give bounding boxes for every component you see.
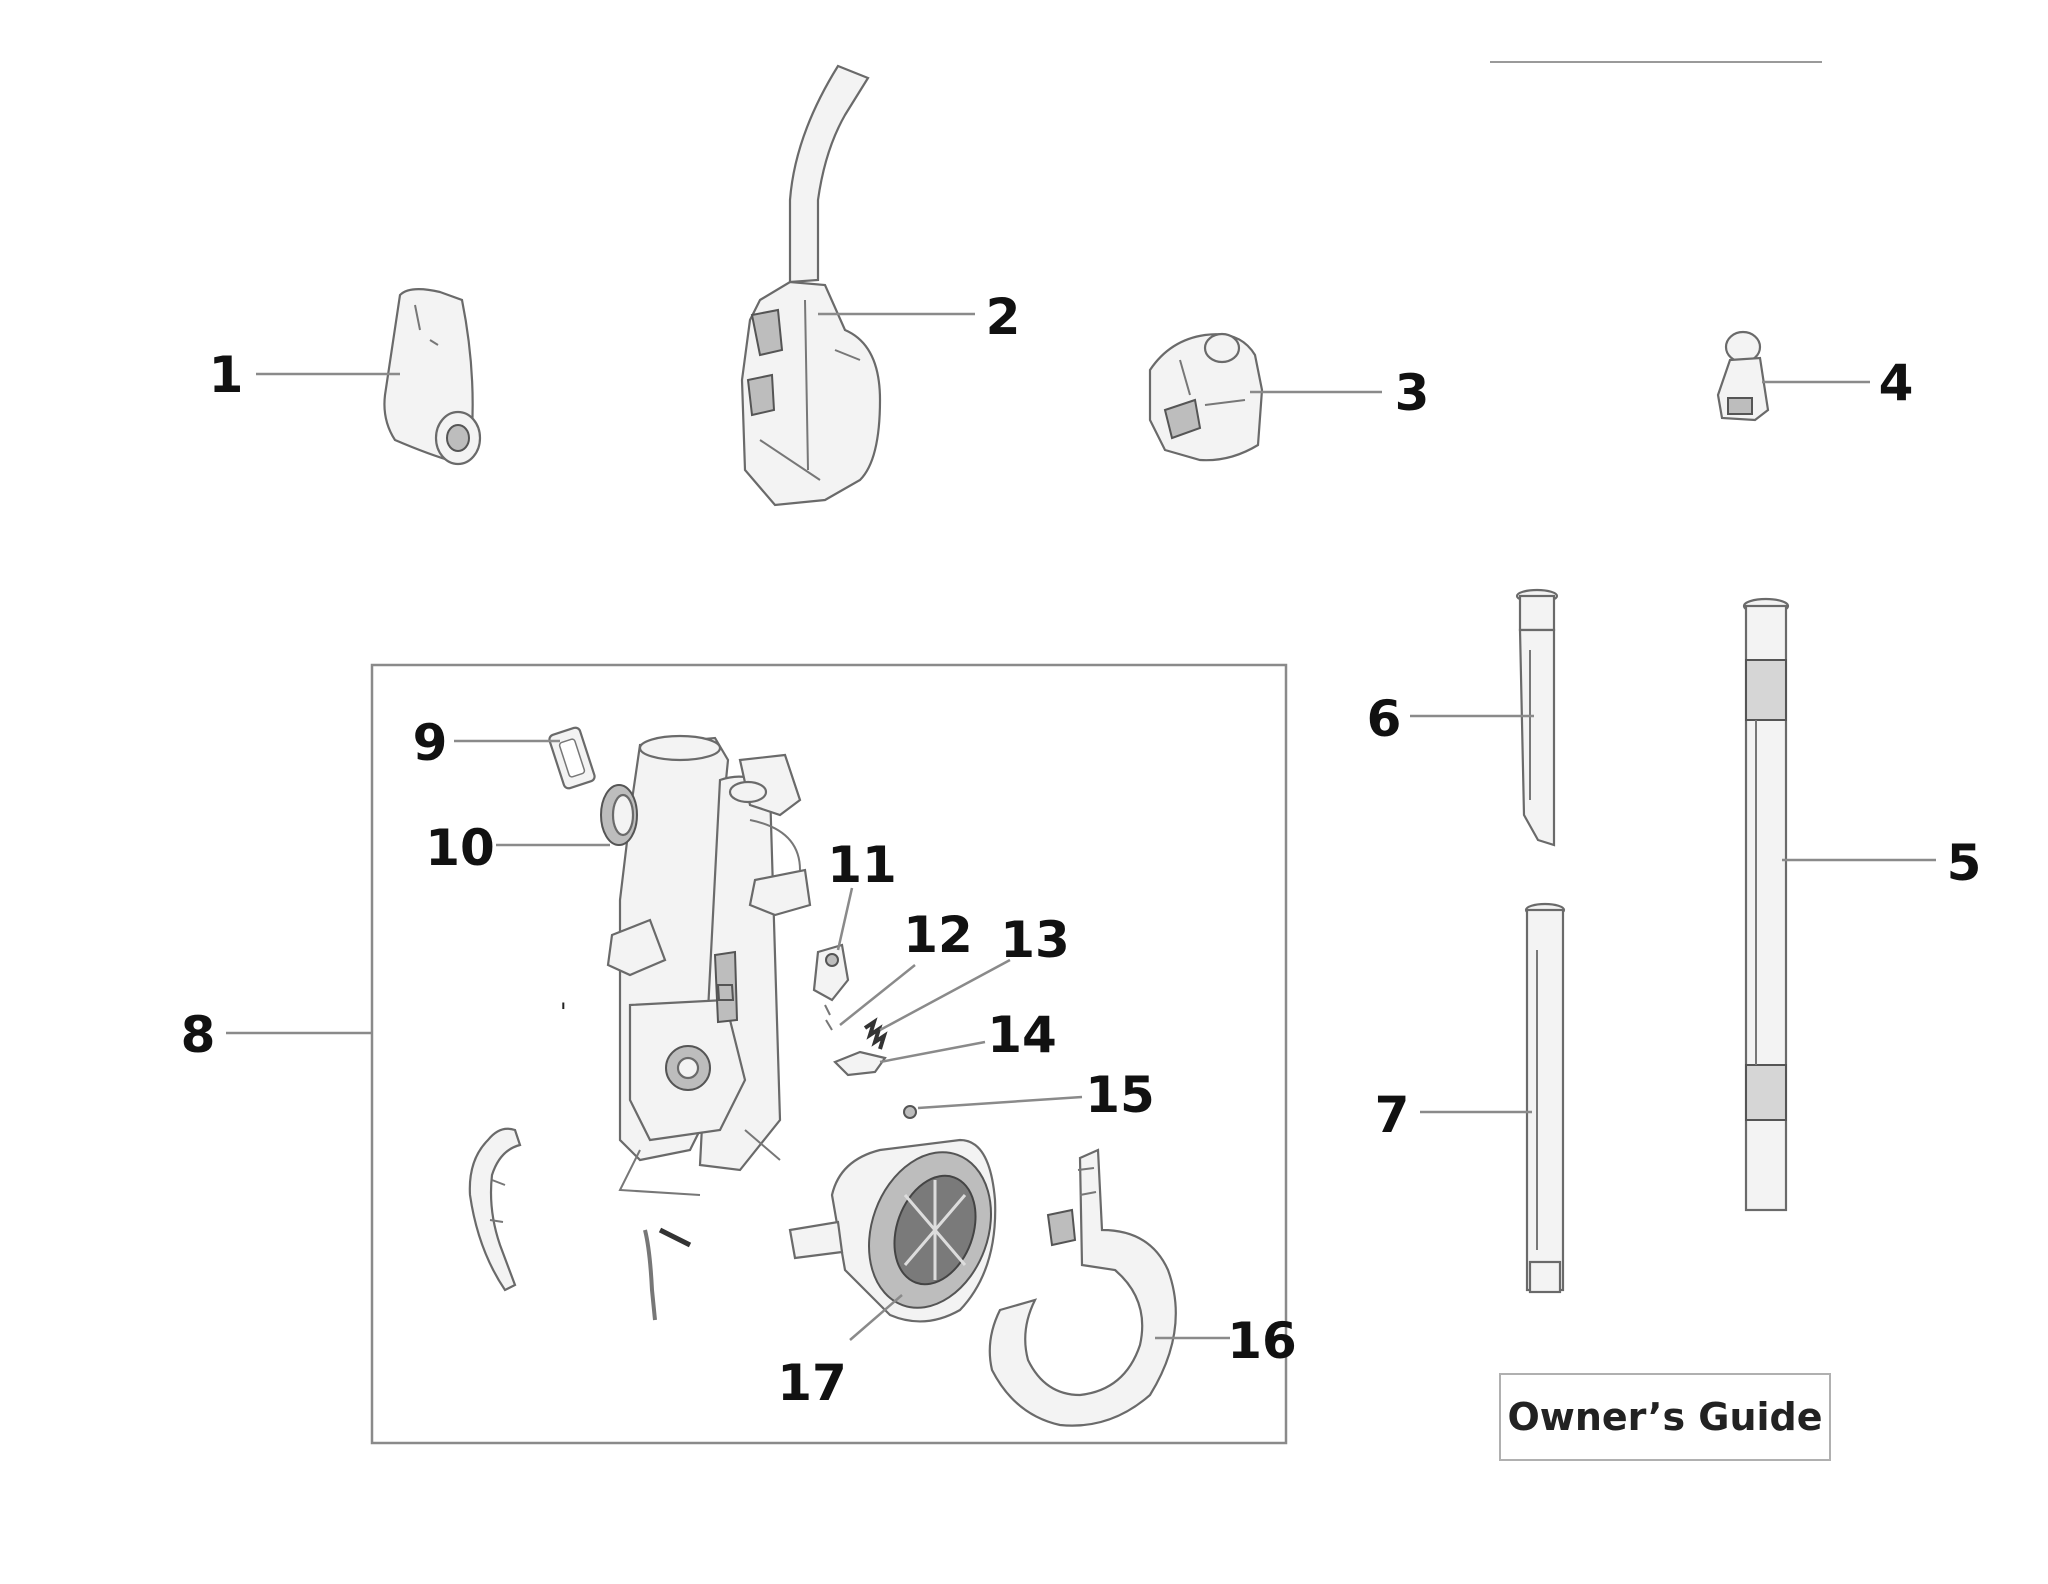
callout-17: 17	[777, 1354, 847, 1412]
callout-4: 4	[1879, 354, 1914, 412]
part-9-drawing	[548, 726, 596, 790]
part-12-drawing	[824, 1004, 833, 1031]
leader-12	[839, 964, 916, 1026]
callout-13: 13	[1000, 911, 1070, 969]
part-5-drawing	[1742, 597, 1790, 1212]
unlabeled-bracket-drawing	[468, 1127, 522, 1292]
leader-11	[836, 887, 854, 951]
callout-5: 5	[1947, 834, 1982, 892]
owners-guide-text: Owner’s Guide	[1507, 1395, 1822, 1439]
unlabeled-cord-drawing	[643, 1227, 692, 1321]
leader-14	[879, 1040, 986, 1064]
callout-7: 7	[1375, 1086, 1410, 1144]
part-11-drawing	[812, 943, 850, 1002]
callout-11: 11	[827, 836, 897, 894]
callout-8: 8	[181, 1006, 216, 1064]
callout-15: 15	[1085, 1066, 1155, 1124]
assembly-box-8	[370, 663, 1288, 1445]
part-13-drawing	[863, 1017, 888, 1050]
callout-2: 2	[986, 288, 1021, 346]
callout-1: 1	[209, 346, 244, 404]
callout-6: 6	[1367, 690, 1402, 748]
leader-17	[849, 1294, 903, 1341]
callout-12: 12	[903, 906, 973, 964]
part-7-drawing	[1524, 902, 1566, 1294]
callout-14: 14	[987, 1006, 1057, 1064]
part-3-drawing	[1148, 332, 1264, 462]
part-1-drawing	[383, 288, 482, 466]
callout-9: 9	[413, 714, 448, 772]
callout-10: 10	[425, 819, 495, 877]
part-2-drawing	[740, 64, 882, 507]
callout-3: 3	[1395, 364, 1430, 422]
owners-guide-label: Owner’s Guide	[1499, 1373, 1831, 1461]
part-4-drawing	[1716, 330, 1770, 422]
part-6-drawing	[1515, 588, 1559, 847]
callout-16: 16	[1227, 1312, 1297, 1370]
part-10-drawing	[600, 784, 638, 846]
part-14-drawing	[833, 1050, 887, 1077]
leader-13	[879, 958, 1011, 1032]
part-8-main-body-drawing	[606, 734, 812, 1196]
part-15-drawing	[903, 1105, 917, 1119]
part-17-drawing	[788, 1138, 997, 1323]
leader-15	[917, 1095, 1083, 1110]
part-16-drawing	[988, 1148, 1177, 1427]
stray-mark: '	[560, 998, 567, 1026]
